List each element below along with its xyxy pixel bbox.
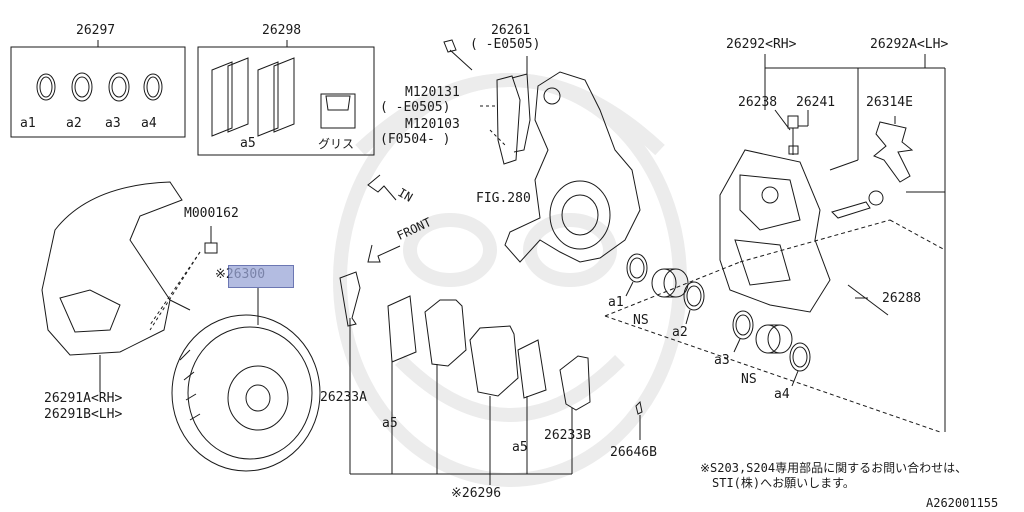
bolt-m120131-icon: [443, 39, 473, 71]
brake-rotor-icon: [171, 314, 321, 472]
pad-left-icon: [424, 299, 467, 367]
seal-a1-icon: [36, 73, 56, 101]
grease-pack-icon: [320, 93, 356, 129]
pad-shim-outer-icon: [339, 271, 361, 327]
part-26233b-label[interactable]: 26233B: [544, 428, 591, 443]
shim-left-icon: [387, 295, 417, 363]
bolt-m120103-range: (F0504- ): [380, 132, 451, 147]
dust-shield-icon: [41, 181, 191, 356]
seal-a4-label: a4: [141, 116, 157, 131]
piston-a1-label: a1: [608, 295, 624, 310]
shim-a5-label-left: a5: [382, 416, 398, 431]
grease-label: グリス: [318, 137, 355, 151]
part-26298-label[interactable]: 26298: [262, 23, 302, 38]
part-26292a-label[interactable]: 26292A<LH>: [870, 37, 949, 52]
part-26238-label[interactable]: 26238: [738, 95, 778, 110]
piston-a3-label: a3: [714, 353, 730, 368]
brake-caliper-icon: [719, 149, 831, 313]
pad-spring-clip-icon: [873, 121, 914, 183]
shim-right-icon: [517, 339, 547, 399]
piston-2-icon: [755, 324, 793, 354]
part-26288-label[interactable]: 26288: [882, 291, 922, 306]
part-26292-label[interactable]: 26292<RH>: [726, 37, 797, 52]
part-26291b-label[interactable]: 26291B<LH>: [44, 407, 123, 422]
part-26300-highlight: [228, 265, 294, 288]
bolt-m120131-label[interactable]: M120131: [405, 85, 460, 100]
seal-a2-label: a2: [66, 116, 82, 131]
note-line-1: ※S203,S204専用部品に関するお問い合わせは、: [700, 461, 968, 475]
part-26297-label[interactable]: 26297: [76, 23, 116, 38]
seal-a1-label: a1: [20, 116, 36, 131]
arrow-in-icon: [367, 174, 397, 201]
part-26241-label[interactable]: 26241: [796, 95, 836, 110]
pad-kit-box: [197, 46, 375, 156]
fig-280-link[interactable]: FIG.280: [476, 191, 531, 206]
seal-a2-icon: [71, 72, 93, 102]
part-26291a-label[interactable]: 26291A<RH>: [44, 391, 123, 406]
seal-a4-icon: [143, 73, 163, 101]
ns-label-2: NS: [741, 372, 757, 387]
pad-pin-icon: [831, 190, 889, 316]
seal-a3-icon: [108, 72, 130, 102]
piston-seal-a3-icon: [732, 310, 754, 340]
piston-seal-a4-icon: [789, 342, 811, 372]
piston-a2-label: a2: [672, 325, 688, 340]
piston-seal-a1-icon: [626, 253, 648, 283]
part-26261-label[interactable]: 26261: [491, 23, 531, 38]
piston-a4-label: a4: [774, 387, 790, 402]
shim-a5-label: a5: [240, 136, 256, 151]
shim-a5-label-right: a5: [512, 440, 528, 455]
watermark-emblem: [333, 73, 687, 487]
bolt-m000162-label[interactable]: M000162: [184, 206, 239, 221]
bolt-m120103-label[interactable]: M120103: [405, 117, 460, 132]
arrow-front-icon: [367, 244, 401, 263]
note-line-2: STI(株)へお願いします。: [712, 476, 855, 490]
shim-pair-icon: [211, 57, 295, 137]
piston-seal-a2-icon: [683, 281, 705, 311]
pad-shim-inner-icon: [559, 355, 591, 411]
piston-1-icon: [651, 268, 689, 298]
seal-a3-label: a3: [105, 116, 121, 131]
bolt-m000162-icon: [204, 226, 218, 254]
pad-right-icon: [469, 325, 519, 397]
part-26314e-label[interactable]: 26314E: [866, 95, 913, 110]
part-26261-range: ( -E0505): [470, 37, 541, 52]
part-26646b-label[interactable]: 26646B: [610, 445, 657, 460]
diagram-id: A262001155: [926, 496, 999, 510]
ns-label-1: NS: [633, 313, 649, 328]
part-26233a-label[interactable]: 26233A: [320, 390, 367, 405]
part-26296-label[interactable]: ※26296: [451, 486, 502, 501]
steering-knuckle-icon: [504, 71, 641, 263]
bolt-m120131-range: ( -E0505): [380, 100, 451, 115]
seal-kit-box: [10, 46, 186, 138]
clip-26646b-icon: [635, 400, 643, 415]
caliper-bracket-icon: [496, 73, 531, 165]
bleeder-screw-icon: [787, 115, 799, 155]
